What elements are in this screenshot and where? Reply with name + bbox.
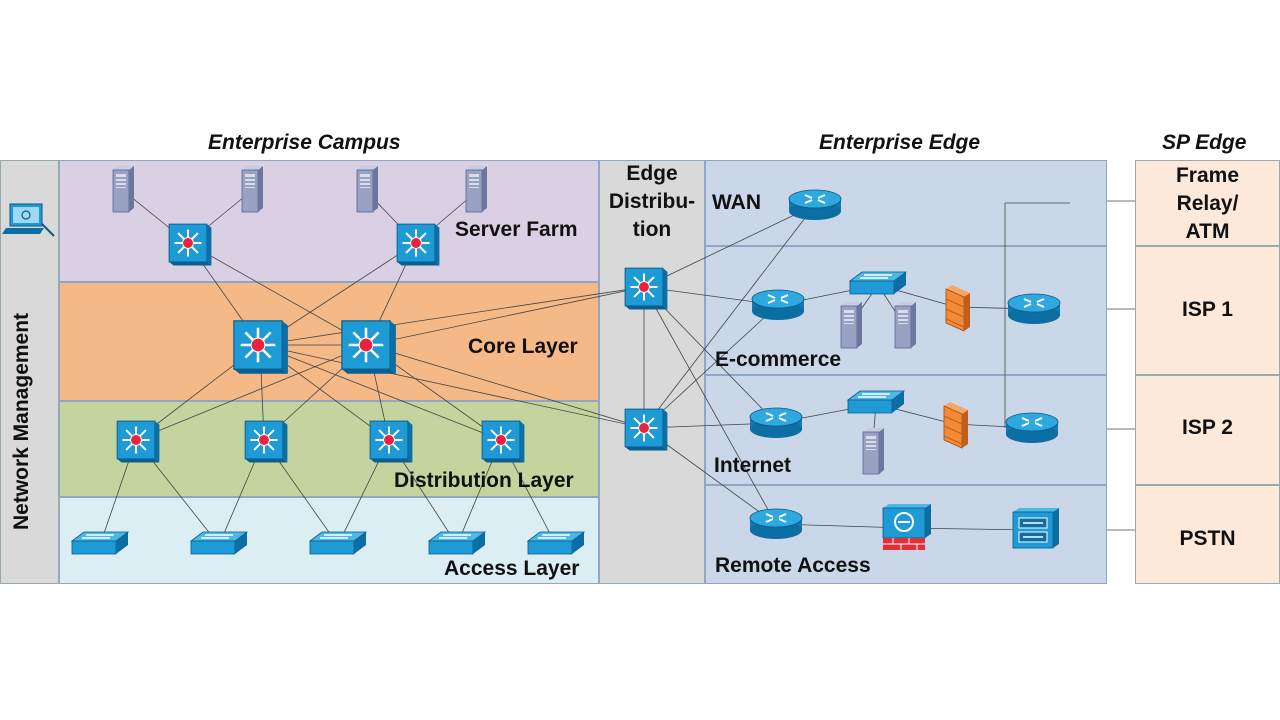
access-server-icon [1012, 508, 1059, 549]
multilayer-switch-icon [168, 223, 213, 267]
edge-distribution-line1: Edge [626, 162, 678, 185]
isp2-edge-router-icon [1005, 412, 1059, 444]
ecommerce-label: E-commerce [715, 348, 842, 371]
firewall-icon [943, 401, 969, 449]
frame-relay-line3: ATM [1185, 220, 1230, 243]
access-switch-icon [190, 531, 248, 555]
edge-distribution-line3: tion [632, 218, 672, 241]
internet-switch-icon [847, 390, 905, 414]
remote-access-label: Remote Access [715, 554, 871, 577]
server-icon [894, 301, 917, 349]
server-icon [356, 165, 379, 213]
enterprise-campus-header: Enterprise Campus [208, 131, 401, 154]
edge-distribution-label: Edge Distribu- tion [599, 160, 705, 244]
frame-relay-label: Frame Relay/ ATM [1135, 162, 1280, 246]
isp1-label: ISP 1 [1182, 298, 1233, 321]
frame-relay-line1: Frame [1175, 164, 1240, 187]
remote-access-router-icon [749, 508, 803, 540]
network-management-label: Network Management [10, 312, 33, 530]
multilayer-switch-icon [396, 223, 441, 267]
distribution-switch-icon [244, 420, 289, 464]
server-farm-label: Server Farm [455, 218, 578, 241]
distribution-layer-label: Distribution Layer [394, 469, 574, 492]
ecommerce-router-icon [751, 289, 805, 321]
ecommerce-switch-icon [849, 271, 907, 295]
internet-router-icon [749, 407, 803, 439]
access-layer-label: Access Layer [444, 557, 580, 580]
edge-distribution-line2: Distribu- [608, 190, 696, 213]
pstn-label: PSTN [1179, 527, 1236, 550]
vpn-concentrator-icon [882, 504, 931, 550]
server-icon [241, 165, 264, 213]
isp2-label: ISP 2 [1182, 416, 1233, 439]
distribution-switch-icon [481, 420, 526, 464]
frame-relay-zone [1135, 160, 1280, 246]
access-switch-icon [309, 531, 367, 555]
sp-edge-header: SP Edge [1162, 131, 1247, 154]
core-switch-icon [340, 319, 398, 376]
core-switch-icon [232, 319, 290, 376]
server-icon [840, 301, 863, 349]
internet-label: Internet [714, 454, 792, 477]
frame-relay-line2: Relay/ [1176, 192, 1239, 215]
server-icon [112, 165, 135, 213]
isp1-edge-router-icon [1007, 293, 1061, 325]
core-layer-label: Core Layer [468, 335, 578, 358]
management-workstation-icon [2, 203, 55, 237]
isp2-zone [1135, 375, 1280, 485]
distribution-switch-icon [369, 420, 414, 464]
access-switch-icon [527, 531, 585, 555]
access-switch-icon [71, 531, 129, 555]
server-icon [465, 165, 488, 213]
access-switch-icon [428, 531, 486, 555]
wan-label: WAN [712, 191, 761, 214]
server-icon [862, 427, 885, 475]
enterprise-edge-header: Enterprise Edge [819, 131, 981, 154]
edge-distribution-switch-icon [624, 408, 669, 452]
firewall-icon [945, 284, 971, 332]
server-farm-zone [59, 160, 599, 282]
distribution-switch-icon [116, 420, 161, 464]
wan-router-icon [788, 189, 842, 221]
edge-distribution-switch-icon [624, 267, 669, 311]
